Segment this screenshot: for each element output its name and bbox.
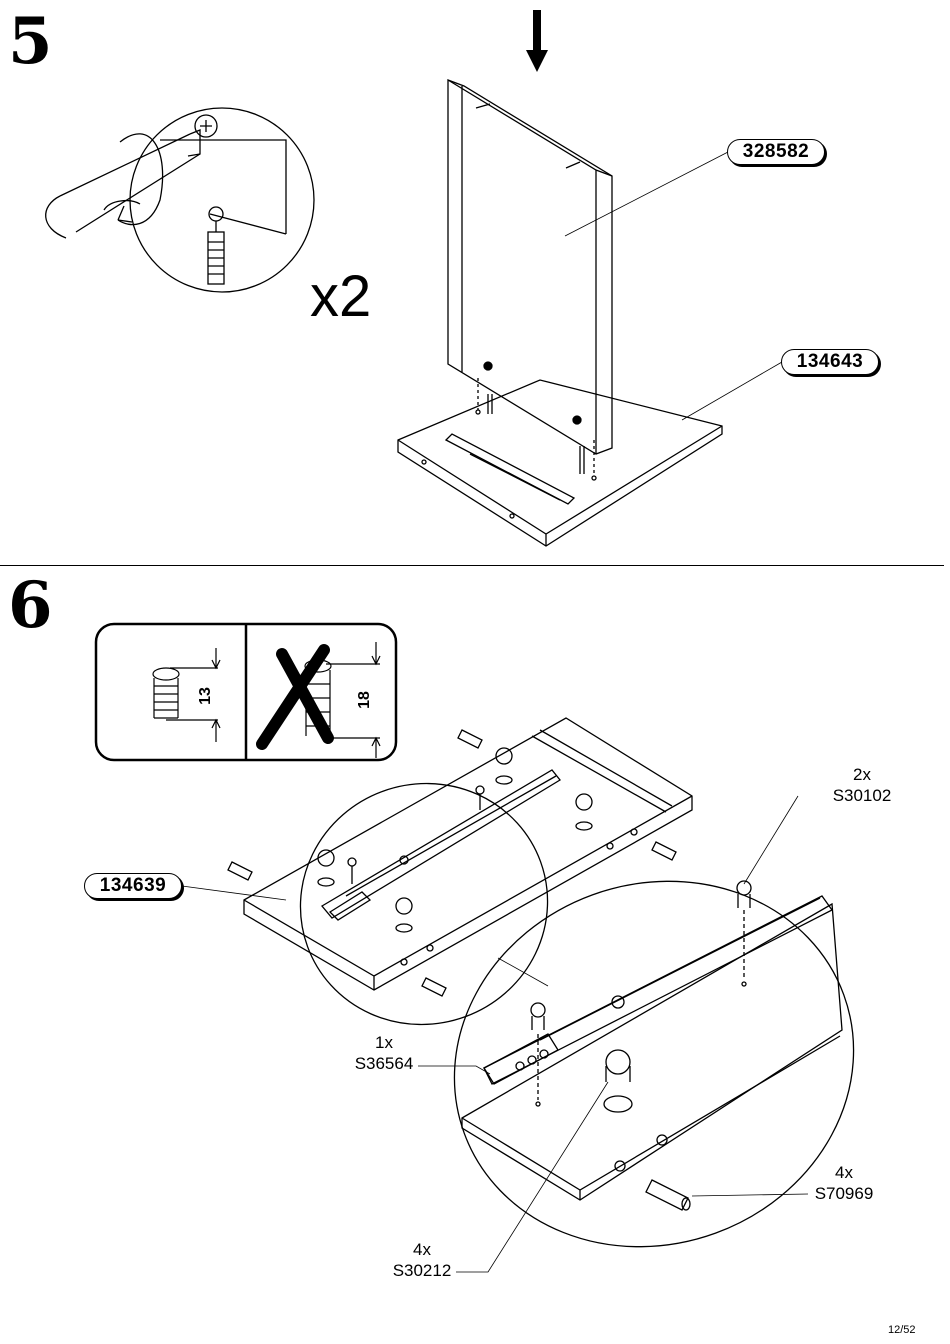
zoom-ellipse-large (453, 880, 855, 1248)
callout-slide-code: S36564 (354, 1054, 414, 1073)
step-5-number: 5 (8, 4, 53, 79)
callout-dowel: 4x S70969 (800, 1162, 888, 1204)
callout-screw: 2x S30102 (818, 764, 906, 806)
callout-dowel-code: S70969 (814, 1184, 874, 1203)
page-number: 12/52 (888, 1324, 916, 1336)
step-5-quantity: x2 (310, 264, 372, 329)
callout-screw-code: S30102 (832, 786, 892, 805)
callout-screw-qty: 2x (853, 765, 871, 784)
base-board (397, 379, 723, 547)
rotation-arrow (117, 133, 164, 226)
callout-cam-qty: 4x (413, 1240, 431, 1259)
callout-slide: 1x S36564 (340, 1032, 428, 1074)
down-arrow (526, 10, 548, 72)
detail-circle (129, 107, 315, 293)
callout-cam-code: S30212 (392, 1261, 452, 1280)
part-label-134639: 134639 (84, 873, 182, 899)
callout-slide-qty: 1x (375, 1033, 393, 1052)
callout-cam: 4x S30212 (378, 1239, 466, 1281)
screw-length-ok-label: 13 (197, 687, 214, 705)
part-label-328582: 328582 (727, 139, 825, 165)
step-divider (0, 565, 944, 566)
callout-dowel-qty: 4x (835, 1163, 853, 1182)
screw-length-wrong-label: 18 (356, 691, 373, 709)
upright-panel (447, 79, 613, 455)
wrong-x-mark (256, 644, 334, 750)
side-board (243, 717, 693, 991)
step-6-number: 6 (8, 568, 53, 643)
part-label-134643: 134643 (781, 349, 879, 375)
